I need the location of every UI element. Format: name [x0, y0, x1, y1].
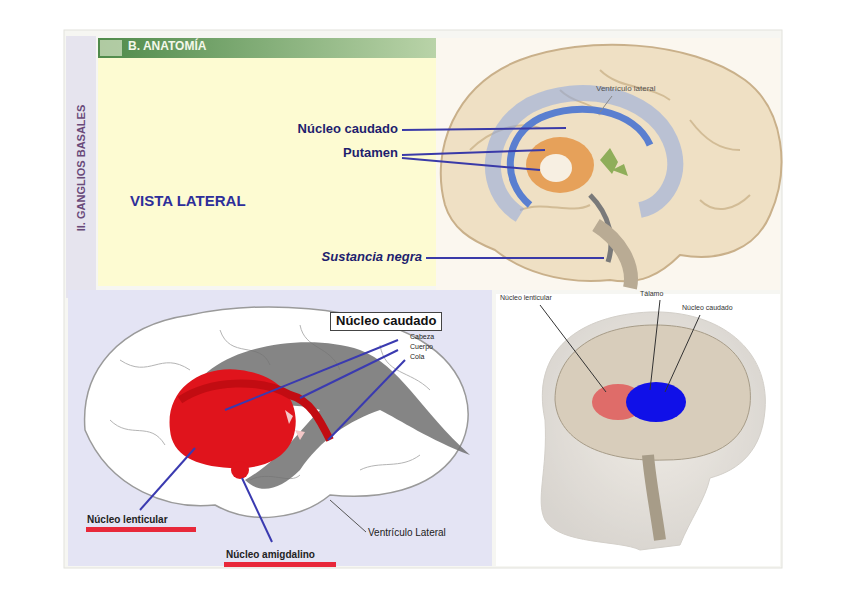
thalamus-blob: [626, 382, 686, 422]
leader-line: [402, 158, 540, 170]
section-title: B. ANATOMÍA: [128, 40, 206, 54]
leader-line: [328, 360, 405, 440]
leader-line: [225, 340, 398, 410]
part-label: Núcleo amigdalino: [226, 549, 315, 561]
brainstem: [648, 455, 660, 540]
view-heading: VISTA LATERAL: [130, 192, 246, 209]
illustration-panel: [68, 290, 492, 566]
part-label: Ventrículo Lateral: [368, 527, 446, 539]
part-label: Núcleo caudado: [298, 122, 398, 137]
caudate-arc: [510, 109, 650, 205]
leader-line: [402, 150, 545, 155]
header-bar: [98, 38, 436, 58]
part-label: Putamen: [343, 146, 398, 161]
ventricle-outline: [493, 93, 675, 215]
side-heading: II. GANGLIOS BASALES: [75, 105, 88, 232]
amygdala-shape: [231, 461, 249, 479]
text-panel: [98, 58, 436, 286]
caudate-shape: [180, 384, 330, 440]
globus-pallidus: [540, 154, 572, 182]
leader-line: [665, 315, 700, 392]
header-tab: [100, 40, 122, 56]
illustration-ground: [496, 294, 780, 566]
leader-line: [426, 257, 604, 259]
head-silhouette: [541, 312, 765, 550]
putamen-shape: [526, 137, 594, 193]
part-label: Tálamo: [640, 290, 663, 298]
leader-line: [600, 96, 612, 112]
part-label: Cabeza: [410, 333, 434, 341]
leader-line: [140, 448, 195, 510]
leader-line: [540, 305, 606, 392]
part-label: Cuerpo: [410, 343, 433, 351]
brain-shape: [555, 325, 750, 460]
striate-bridges: [285, 410, 305, 440]
brain-sulci: [470, 70, 750, 210]
leader-line: [650, 300, 660, 390]
leader-line: [330, 500, 366, 532]
side-strip: [66, 36, 96, 298]
leader-line: [300, 350, 398, 398]
brainstem: [596, 225, 631, 288]
thalamic-nuclei: [600, 148, 628, 176]
part-label: Núcleo lenticular: [87, 514, 168, 526]
label-underline: [86, 527, 196, 532]
part-label: Sustancia negra: [322, 250, 422, 265]
part-label: Ventrículo lateral: [596, 84, 656, 93]
part-label: Núcleo caudado: [682, 304, 733, 312]
part-label: Núcleo lenticular: [500, 294, 552, 302]
leader-line: [402, 128, 566, 130]
leader-line: [242, 478, 272, 542]
part-label: Núcleo caudado: [330, 312, 442, 331]
page-panel: [64, 30, 782, 568]
part-label: Cola: [410, 353, 424, 361]
label-underline: [224, 562, 336, 567]
